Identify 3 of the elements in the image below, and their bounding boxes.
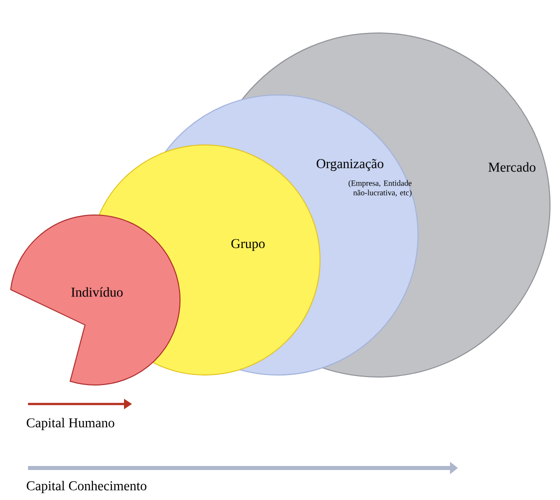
circle-segment: Indivíduo (10, 214, 180, 386)
arrow-label: Capital Humano (26, 418, 114, 430)
arrow-label: Capital Conhecimento (26, 480, 146, 494)
